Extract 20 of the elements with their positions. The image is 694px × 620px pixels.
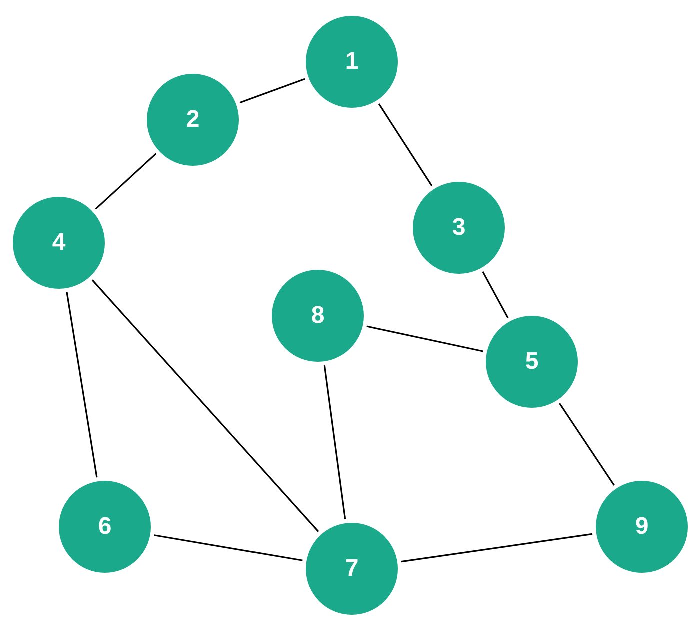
node-label: 9	[635, 513, 649, 541]
node-label: 8	[311, 302, 325, 330]
connector-line	[324, 365, 346, 520]
connector-line	[66, 292, 98, 478]
connector-line	[401, 533, 593, 563]
node-label: 1	[345, 48, 359, 76]
connector-line	[559, 403, 615, 486]
connector-line	[154, 534, 303, 562]
node-label: 6	[98, 513, 112, 541]
connector-line	[366, 326, 484, 352]
node-label: 7	[345, 555, 359, 583]
node-label: 5	[525, 348, 539, 376]
connector-line	[240, 78, 306, 104]
connector-line	[92, 280, 320, 532]
connector-line	[95, 153, 157, 210]
connector-line	[378, 104, 433, 186]
connector-line	[482, 272, 509, 318]
node-label: 3	[452, 214, 466, 242]
node-label: 2	[186, 106, 200, 134]
node-label: 4	[52, 229, 66, 257]
